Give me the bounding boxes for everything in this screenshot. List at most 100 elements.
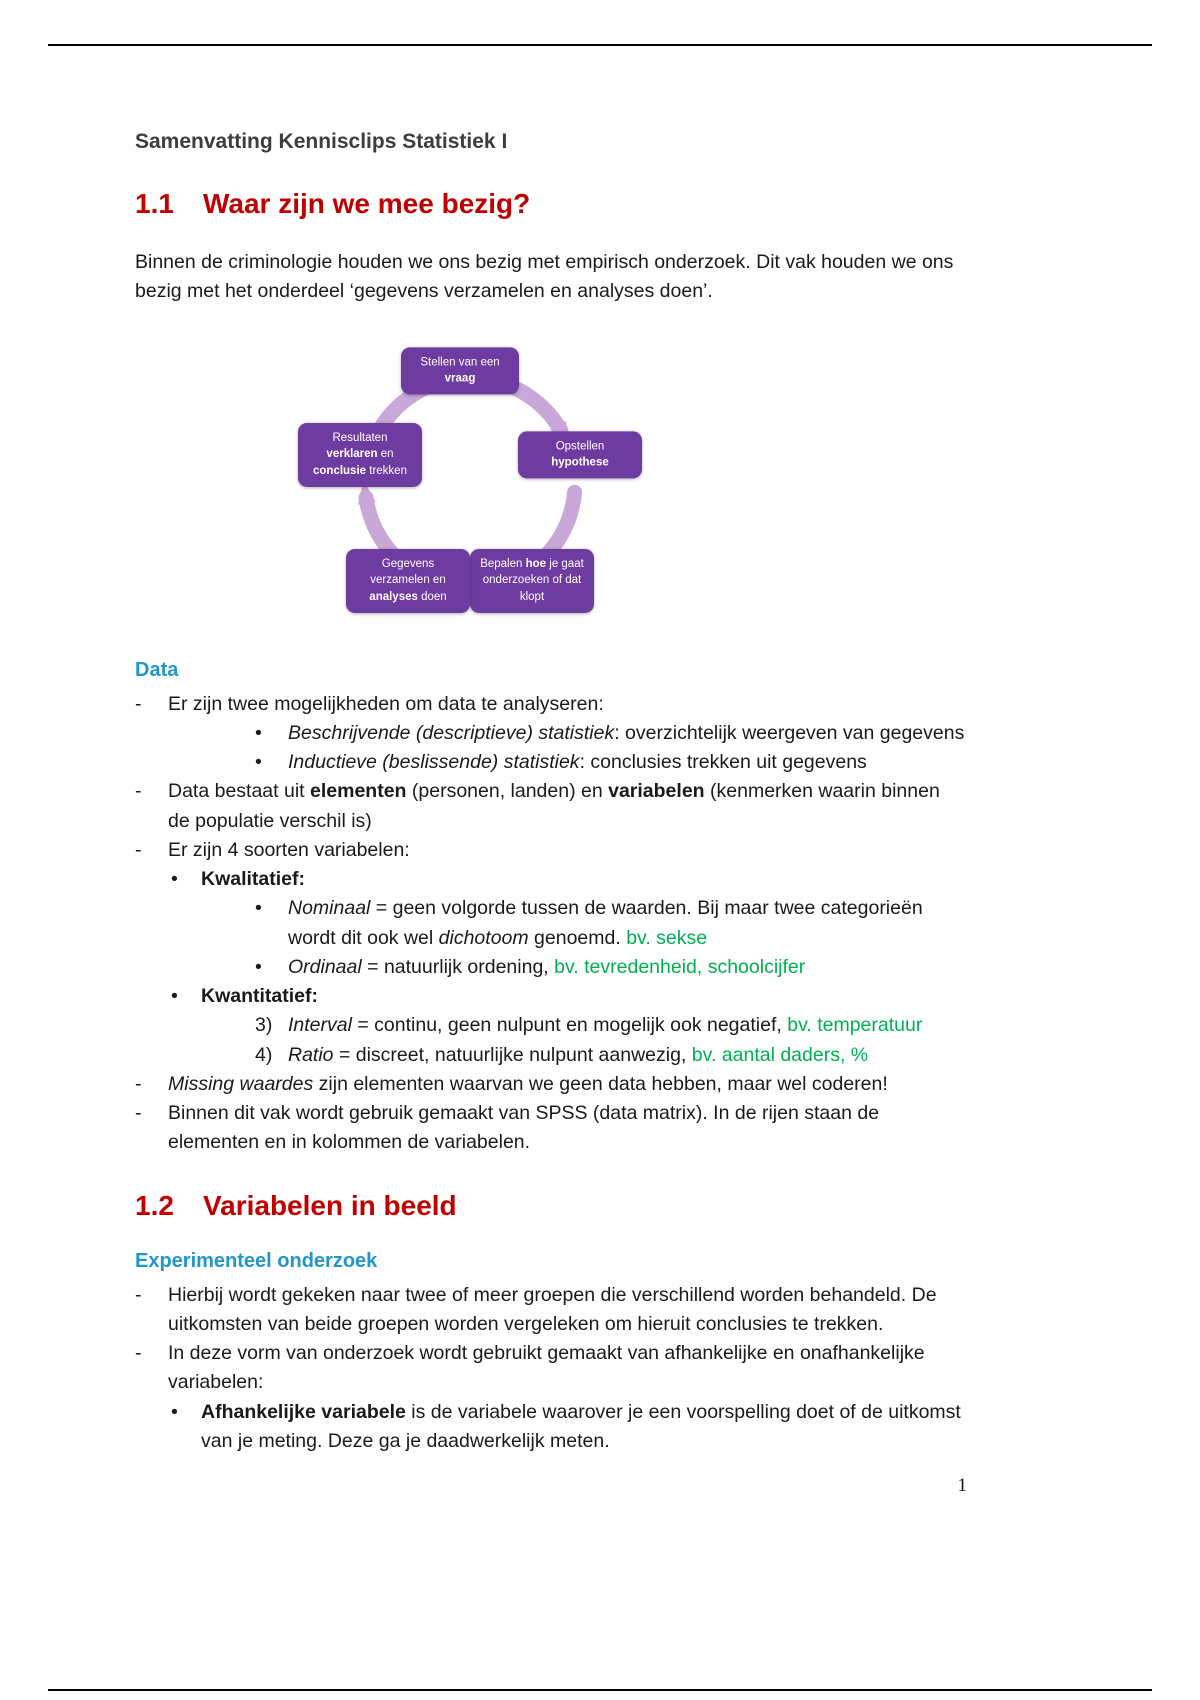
list-item: • Nominaal = geen volgorde tussen de waar… (255, 894, 965, 953)
page-number: 1 (957, 1475, 968, 1496)
list-item-text: Kwantitatief: (201, 982, 965, 1011)
section-title: Waar zijn we mee bezig? (203, 188, 531, 219)
list-marker: • (171, 868, 178, 890)
text-segment: = geen volgorde tussen de waarden. Bij m… (288, 897, 923, 949)
list-item-text: Er zijn twee mogelijkheden om data te an… (168, 690, 965, 719)
text-segment: = continu, geen nulpunt en mogelijk ook … (351, 1014, 788, 1037)
text-segment: onderzoeken of dat (482, 574, 582, 587)
text-segment: trekken (366, 464, 407, 477)
text-segment: Afhankelijke variabele (201, 1400, 406, 1423)
text-segment: en (377, 448, 394, 461)
list-item: - In deze vorm van onderzoek wordt gebrui… (135, 1339, 965, 1398)
text-segment: Kwantitatief: (201, 985, 318, 1007)
text-segment: Er zijn 4 soorten variabelen: (168, 838, 410, 861)
list-marker: - (135, 1342, 142, 1364)
list-item-text: Data bestaat uit elementen (personen, la… (168, 777, 965, 836)
list-item-text: Inductieve (beslissende) statistiek: con… (288, 748, 965, 777)
data-heading: Data (135, 658, 179, 681)
list-item-text: Beschrijvende (descriptieve) statistiek:… (288, 719, 965, 748)
list-item: • Kwalitatief: (171, 865, 965, 894)
list-item-text: Interval = continu, geen nulpunt en moge… (288, 1011, 965, 1040)
list-marker: • (255, 751, 262, 773)
text-segment: (kenmerken waarin binnen de populatie ve… (168, 780, 940, 832)
experiment-list: - Hierbij wordt gekeken naar twee of meer… (135, 1281, 965, 1457)
section-heading-1-2: 1.2 Variabelen in beeld (135, 1190, 965, 1222)
list-marker: 4) (255, 1043, 273, 1066)
diagram-node-bepalen-hoe: Bepalen hoe je gaat onderzoeken of dat klo… (470, 548, 594, 613)
top-rule (48, 44, 1152, 46)
list-marker: - (135, 1283, 142, 1306)
list-item: • Afhankelijke variabele is de variabele … (171, 1398, 965, 1457)
document-title: Samenvatting Kennisclips Statistiek I (135, 130, 508, 153)
list-item: 4) Ratio = discreet, natuurlijke nulpunt … (255, 1041, 965, 1070)
text-segment: Interval (288, 1014, 352, 1037)
text-segment: Resultaten (332, 431, 388, 444)
text-segment: Ratio (288, 1043, 334, 1066)
text-segment: Ordinaal (288, 955, 362, 978)
list-marker: • (255, 897, 262, 920)
section-heading-1-1: 1.1 Waar zijn we mee bezig? (135, 188, 965, 220)
text-segment: Hierbij wordt gekeken naar twee of meer … (168, 1283, 937, 1335)
list-marker: • (255, 721, 262, 744)
text-segment: analyses (369, 590, 418, 603)
list-marker: - (135, 780, 142, 803)
text-segment: Binnen dit vak wordt gebruik gemaakt van… (168, 1102, 880, 1154)
list-item: 3)Interval = continu, geen nulpunt en mo… (255, 1011, 965, 1040)
text-segment: In deze vorm van onderzoek wordt gebruik… (168, 1342, 925, 1394)
list-marker: - (135, 1102, 142, 1124)
list-marker: • (171, 1400, 178, 1423)
page-content: Samenvatting Kennisclips Statistiek I 1.… (135, 130, 965, 1460)
text-segment: conclusie (313, 464, 367, 477)
list-item: -Missing waardes zijn elementen waarvan … (135, 1070, 965, 1099)
bottom-rule (48, 1689, 1152, 1691)
text-segment: dichotoom (438, 926, 529, 949)
list-item: - Er zijn twee mogelijkheden om data te a… (135, 690, 965, 719)
text-segment: Opstellen (555, 439, 605, 452)
section-number: 1.1 (135, 188, 174, 219)
text-segment: is de variabele waarover je een voorspel… (201, 1400, 961, 1452)
text-segment: Kwalitatief: (201, 868, 306, 890)
list-marker: • (171, 985, 178, 1007)
text-segment: Bepalen (480, 557, 526, 570)
list-item: • Beschrijvende (descriptieve) statistiek… (255, 719, 965, 748)
text-segment: Er zijn twee mogelijkheden om data te an… (168, 692, 604, 715)
text-segment: Beschrijvende (descriptieve) statistiek (288, 721, 615, 744)
text-segment: doen (417, 590, 447, 603)
text-segment: = discreet, natuurlijke nulpunt aanwezig… (333, 1043, 692, 1066)
list-item-text: Ordinaal = natuurlijk ordening, bv. tevr… (288, 953, 965, 982)
list-marker: - (135, 838, 142, 861)
list-marker: • (255, 955, 262, 978)
list-item-text: In deze vorm van onderzoek wordt gebruik… (168, 1339, 965, 1398)
list-item: - Er zijn 4 soorten variabelen: (135, 836, 965, 865)
list-item-text: Er zijn 4 soorten variabelen: (168, 836, 965, 865)
text-segment: bv. tevredenheid, schoolcijfer (554, 955, 806, 978)
text-segment: hoe (525, 557, 547, 570)
text-segment: (personen, landen) en (406, 780, 609, 803)
list-item: - Binnen dit vak wordt gebruik gemaakt va… (135, 1099, 965, 1158)
text-segment: zijn elementen waarvan we geen data hebb… (313, 1072, 888, 1095)
text-segment: bv. aantal daders, % (691, 1043, 869, 1066)
text-segment: Stellen van een (420, 355, 500, 368)
experimenteel-onderzoek-heading: Experimenteel onderzoek (135, 1249, 378, 1272)
text-segment: variabelen (608, 780, 705, 803)
data-list: - Er zijn twee mogelijkheden om data te a… (135, 690, 965, 1158)
list-item: • Kwantitatief: (171, 982, 965, 1011)
list-item: • Ordinaal = natuurlijk ordening, bv. tev… (255, 953, 965, 982)
text-segment: bv. temperatuur (787, 1014, 923, 1037)
text-segment: verklaren (326, 448, 378, 461)
text-segment: Gegevens (381, 557, 435, 570)
text-segment: Missing waardes (168, 1072, 314, 1095)
list-item-text: Hierbij wordt gekeken naar twee of meer … (168, 1281, 965, 1340)
text-segment: hypothese (551, 456, 609, 469)
list-marker: - (135, 692, 142, 715)
intro-paragraph: Binnen de criminologie houden we ons bez… (135, 251, 954, 303)
text-segment: je gaat (546, 557, 584, 570)
list-item-text: Kwalitatief: (201, 865, 965, 894)
text-segment: Nominaal (288, 897, 371, 920)
list-item: • Inductieve (beslissende) statistiek: co… (255, 748, 965, 777)
list-item-text: Binnen dit vak wordt gebruik gemaakt van… (168, 1099, 965, 1158)
text-segment: klopt (519, 590, 545, 603)
text-segment: elementen (310, 780, 407, 803)
